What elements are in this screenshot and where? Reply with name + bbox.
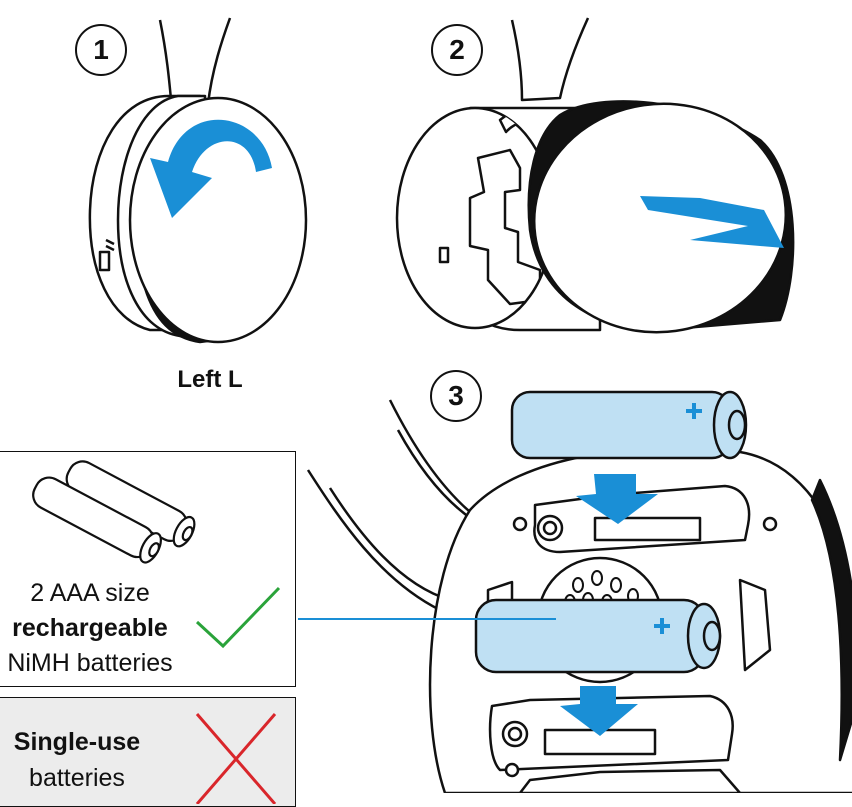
compartment-top-label (593, 516, 702, 542)
not-recommended-line-2: batteries (29, 764, 125, 792)
earcup-step2 (395, 17, 795, 334)
cover-face-step2 (532, 102, 788, 334)
recommended-battery-box: 2 AAA size rechargeable NiMH batteries (0, 451, 296, 687)
insert-arrow-icon (560, 686, 638, 736)
headband-step2 (510, 17, 590, 102)
step-number-3: 3 (448, 380, 464, 411)
battery-inserted (474, 598, 722, 674)
step-circle-3 (430, 370, 482, 422)
button-step2 (438, 246, 450, 264)
battery-top (510, 390, 748, 460)
check-icon (195, 586, 281, 649)
earcup-base-step3 (518, 768, 742, 793)
plus-icon (686, 403, 702, 419)
not-recommended-line-1: Single-use (13, 728, 141, 756)
recommended-line-2: rechargeable (12, 614, 168, 642)
aaa-batteries-illustration (32, 460, 196, 564)
button-step1 (98, 250, 111, 272)
battery-slot-outline-step2 (468, 148, 542, 306)
step-number-1: 1 (93, 34, 109, 65)
side-label: Left L (177, 366, 243, 393)
step-circle-2 (431, 24, 483, 76)
insert-arrow-icon (576, 474, 658, 524)
headband-step3 (306, 399, 491, 612)
not-recommended-battery-box: Single-use batteries (0, 697, 296, 807)
rotate-arrow-icon (150, 119, 272, 218)
bracket-right (738, 578, 772, 672)
earcup-shadow-step3 (810, 478, 852, 762)
step-number-2: 2 (449, 34, 465, 65)
cross-icon (195, 713, 277, 804)
slide-arrow-icon (640, 196, 784, 248)
recommended-line-1: 2 AAA size (30, 579, 150, 607)
recommended-line-3: NiMH batteries (7, 649, 173, 677)
plus-icon (654, 618, 670, 634)
step-circle-1 (75, 24, 127, 76)
